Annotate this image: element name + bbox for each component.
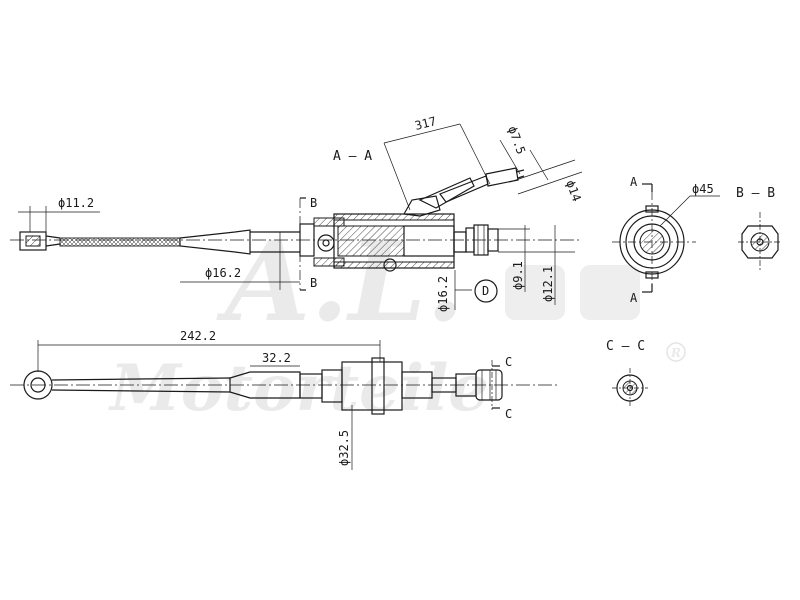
rod-eye-end	[19, 231, 61, 251]
end-view: A A ϕ45	[612, 175, 720, 305]
dim-317-ext-a	[383, 142, 411, 211]
inlet-hose-end	[485, 167, 519, 187]
inlet-boss	[403, 195, 441, 217]
section-b-b-view: B – B	[736, 186, 782, 272]
dim-14-line-a	[509, 159, 576, 183]
dim-label-32-5: ϕ32.5	[337, 430, 351, 466]
dim-length-32-2: 32.2	[250, 351, 300, 367]
bb-core	[756, 238, 764, 246]
eye-end-neck-top	[45, 235, 61, 239]
dim-label-9-1: ϕ9.1	[511, 261, 525, 290]
dim-label-32-2: 32.2	[262, 351, 291, 365]
section-a-bottom-label: A	[630, 291, 638, 305]
dim-dia-14: ϕ14	[509, 159, 584, 203]
rod-eye-hole	[30, 377, 46, 393]
section-a-top-label: A	[630, 175, 638, 189]
bb-section	[750, 232, 770, 252]
watermark-badge-right	[580, 265, 640, 320]
flange-inner	[625, 215, 679, 269]
outlet-nut-side	[475, 369, 503, 401]
eye-end-section	[25, 235, 41, 247]
watermark-badge-left	[505, 265, 565, 320]
flange-tab-top	[645, 205, 659, 213]
cylinder-body-section	[299, 213, 499, 272]
bottom-view-assembly: 242.2 32.2 C C ϕ32.5	[10, 329, 560, 470]
section-c-bottom-label: C	[505, 407, 512, 421]
rod-top-edge	[51, 377, 231, 381]
push-rod-mesh	[59, 237, 181, 247]
housing-wall-top	[333, 213, 455, 221]
dim-14-line-b	[517, 171, 583, 195]
flange-outer	[619, 209, 685, 275]
watermark-brand: Motorteile	[108, 351, 489, 426]
cc-section	[622, 380, 638, 396]
piston-section	[337, 225, 405, 257]
dim-dia-16-2-left: ϕ16.2	[180, 232, 300, 290]
dim-7-5-line	[499, 139, 521, 175]
dim-dia-32-5: ϕ32.5	[337, 405, 353, 470]
reservoir-inlet-pipe	[403, 167, 525, 217]
registered-mark-icon	[666, 342, 686, 362]
eye-end-body	[19, 231, 47, 251]
dim-length-317: 317	[383, 114, 491, 211]
detail-marker-d: D	[474, 279, 498, 303]
top-view-assembly: ϕ11.2 ϕ16.2 B B	[10, 114, 584, 312]
watermark-mark: R	[670, 346, 681, 360]
cc-outer	[616, 374, 644, 402]
inlet-hose-tip-b	[517, 175, 525, 179]
housing-wall-bottom	[333, 261, 455, 269]
detail-label: D	[482, 284, 489, 298]
inlet-hose-outer	[418, 177, 475, 209]
section-b-top-label: B	[310, 196, 317, 210]
dim-label-12-1: ϕ12.1	[541, 266, 555, 302]
dim-label-45: ϕ45	[692, 182, 714, 196]
dim-label-14: ϕ14	[563, 178, 584, 203]
section-marker-c: C C	[491, 355, 512, 421]
section-title-c-c: C – C	[606, 339, 645, 354]
section-title-b-b: B – B	[736, 186, 775, 201]
dim-317-ext-b	[459, 123, 491, 185]
dim-label-242-2: 242.2	[180, 329, 216, 343]
section-title-a-a: A – A	[333, 149, 372, 164]
dim-label-16-2-mid: ϕ16.2	[436, 276, 450, 312]
flange-tab-bottom	[645, 271, 659, 279]
rod-bottom-edge	[51, 389, 231, 393]
dim-45-leader	[659, 195, 691, 227]
dim-label-11-2: ϕ11.2	[58, 196, 94, 210]
eye-end-neck-bottom	[45, 243, 61, 247]
bottom-seal-ring	[383, 258, 397, 272]
section-c-top-label: C	[505, 355, 512, 369]
dim-label-317: 317	[413, 114, 437, 133]
outlet-nut-c	[487, 228, 499, 252]
dim-317-line	[383, 123, 461, 144]
pivot-ball-center	[322, 239, 330, 247]
section-c-c-view: C – C	[606, 339, 648, 408]
dim-7-5-ext	[529, 149, 549, 181]
bore-outer	[633, 223, 671, 261]
cc-core	[626, 384, 634, 392]
bore-section	[639, 229, 665, 255]
dim-dia-16-2-mid: ϕ16.2	[436, 270, 472, 312]
bb-outline	[741, 225, 779, 259]
inlet-hose-mesh	[439, 175, 489, 203]
cylinder-clip	[371, 357, 385, 415]
dim-label-7-5: ϕ7.5	[505, 124, 528, 156]
detail-circle	[474, 279, 498, 303]
dim-dia-11-2: ϕ11.2	[18, 196, 100, 232]
dim-label-16-2-left: ϕ16.2	[205, 266, 241, 280]
rod-boot	[179, 229, 251, 255]
cylinder-flange	[299, 223, 315, 257]
dim-dia-9-1: ϕ9.1	[498, 225, 530, 292]
section-b-bottom-label: B	[310, 276, 317, 290]
inlet-hose-tip-a	[515, 169, 525, 173]
dim-dia-12-1: ϕ12.1	[498, 225, 575, 305]
body-wall-top-left	[313, 217, 345, 227]
